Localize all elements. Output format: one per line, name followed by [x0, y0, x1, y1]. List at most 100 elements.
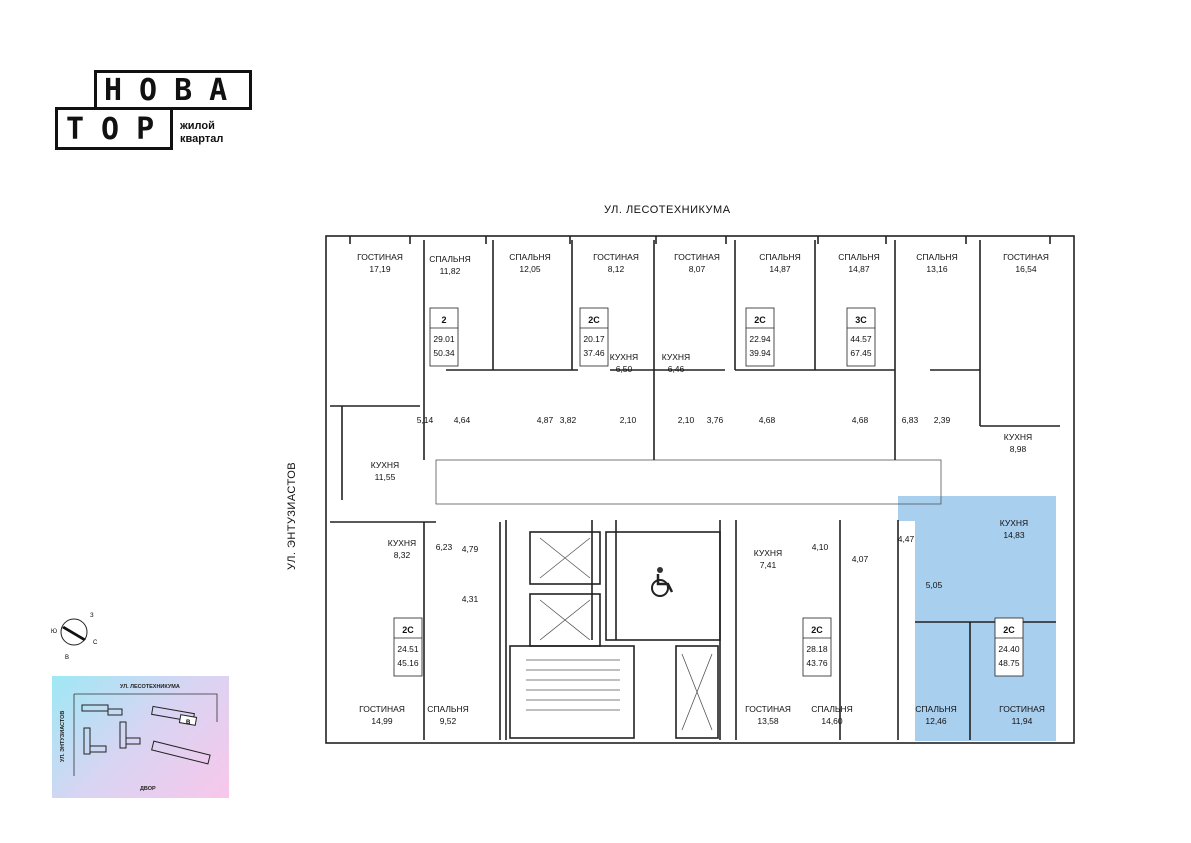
room-name-r5: ГОСТИНАЯ [674, 252, 720, 262]
apartment-type-a6: 2С [811, 625, 823, 635]
logo-subtitle-1: жилой [180, 120, 215, 132]
room-labels: ГОСТИНАЯ17,19СПАЛЬНЯ11,82СПАЛЬНЯ12,05ГОС… [357, 252, 1049, 726]
minimap-buildings: В [73, 693, 218, 776]
room-name-r22: ГОСТИНАЯ [999, 704, 1045, 714]
lift-hall [605, 531, 721, 641]
room-area-r6: 14,87 [769, 264, 791, 274]
room-name-r8: СПАЛЬНЯ [916, 252, 958, 262]
site-minimap: УЛ. ЛЕСОТЕХНИКУМА УЛ. ЭНТУЗИАСТОВ ДВОР В [52, 676, 229, 798]
small-area-9: 6,83 [902, 415, 919, 425]
room-area-r8: 13,16 [926, 264, 948, 274]
logo-line2: ТОР [66, 112, 172, 147]
small-area-15: 4,07 [852, 554, 869, 564]
room-name-r11: КУХНЯ [662, 352, 690, 362]
room-area-r7: 14,87 [848, 264, 870, 274]
room-name-r4: ГОСТИНАЯ [593, 252, 639, 262]
apartment-living-a6: 28.18 [806, 644, 828, 654]
hl-main [915, 518, 1056, 741]
room-name-r19: ГОСТИНАЯ [745, 704, 791, 714]
room-name-r21: СПАЛЬНЯ [915, 704, 957, 714]
minimap-building-mark: В [186, 720, 191, 726]
small-area-8: 4,68 [852, 415, 869, 425]
room-area-r3: 12,05 [519, 264, 541, 274]
room-name-r20: СПАЛЬНЯ [811, 704, 853, 714]
room-area-r2: 11,82 [440, 266, 461, 276]
small-area-2: 4,87 [537, 415, 554, 425]
room-name-r14: КУХНЯ [388, 538, 416, 548]
small-area-17: 5,05 [926, 580, 943, 590]
logo-top-box [94, 70, 252, 110]
hl-kitchen-top [898, 496, 1056, 521]
room-area-r10: 6,50 [616, 364, 633, 374]
room-area-r5: 8,07 [689, 264, 706, 274]
logo-subtitle-2: квартал [180, 133, 224, 145]
room-area-r12: 11,55 [375, 472, 396, 482]
small-area-7: 4,68 [759, 415, 776, 425]
apartment-total-a4: 67.45 [850, 348, 872, 358]
room-area-r22: 11,94 [1012, 716, 1033, 726]
compass-w: Ю [51, 629, 57, 635]
apartment-total-a7: 48.75 [998, 658, 1020, 668]
minimap-top-street: УЛ. ЛЕСОТЕХНИКУМА [120, 684, 180, 690]
apartment-type-a7: 2С [1003, 625, 1015, 635]
room-name-r13: КУХНЯ [1004, 432, 1032, 442]
room-name-r6: СПАЛЬНЯ [759, 252, 801, 262]
apartment-type-a1: 2 [441, 315, 446, 325]
room-name-r16: КУХНЯ [1000, 518, 1028, 528]
apartment-badges: 229.0150.342С20.1737.462С22.9439.943С44.… [393, 307, 1024, 677]
room-name-r15: КУХНЯ [754, 548, 782, 558]
apartment-badge-a3 [745, 307, 775, 367]
room-area-r11: 6,46 [668, 364, 685, 374]
room-area-r4: 8,12 [608, 264, 625, 274]
room-area-r1: 17,19 [369, 264, 391, 274]
apartment-type-a5: 2С [402, 625, 414, 635]
room-name-r7: СПАЛЬНЯ [838, 252, 880, 262]
apartment-total-a2: 37.46 [583, 348, 605, 358]
outer-wall [325, 235, 1075, 744]
small-area-0: 5,14 [417, 415, 434, 425]
apartment-type-a2: 2С [588, 315, 600, 325]
apartment-living-a2: 20.17 [583, 334, 605, 344]
room-name-r1: ГОСТИНАЯ [357, 252, 403, 262]
apartment-type-a4: 3С [855, 315, 867, 325]
room-area-r9: 16,54 [1015, 264, 1037, 274]
room-area-r21: 12,46 [925, 716, 947, 726]
room-name-r17: ГОСТИНАЯ [359, 704, 405, 714]
small-area-3: 3,82 [560, 415, 577, 425]
apartment-total-a5: 45.16 [397, 658, 419, 668]
small-area-6: 3,76 [707, 415, 724, 425]
apartment-living-a7: 24.40 [998, 644, 1020, 654]
small-area-4: 2,10 [620, 415, 637, 425]
apartment-total-a3: 39.94 [749, 348, 771, 358]
highlighted-apartment[interactable] [898, 496, 1056, 741]
apartment-total-a6: 43.76 [806, 658, 828, 668]
floor-plan: ГОСТИНАЯ17,19СПАЛЬНЯ11,82СПАЛЬНЯ12,05ГОС… [325, 235, 1075, 744]
logo-line1: НОВА [104, 73, 245, 108]
small-area-10: 2,39 [934, 415, 951, 425]
small-area-5: 2,10 [678, 415, 695, 425]
room-name-r12: КУХНЯ [371, 460, 399, 470]
apartment-badge-a5 [393, 617, 423, 677]
small-area-11: 6,23 [436, 542, 453, 552]
stairwell [509, 645, 635, 739]
apartment-living-a5: 24.51 [397, 644, 419, 654]
minimap-bottom: ДВОР [140, 786, 156, 792]
compass-s: В [65, 655, 69, 660]
street-top: УЛ. ЛЕСОТЕХНИКУМА [604, 204, 731, 216]
room-name-r2: СПАЛЬНЯ [429, 254, 471, 264]
room-area-r17: 14,99 [371, 716, 393, 726]
small-area-13: 4,31 [462, 594, 479, 604]
apartment-badge-a1 [429, 307, 459, 367]
compass: З Ю С В [51, 613, 98, 660]
compass-n: З [90, 613, 94, 619]
street-left: УЛ. ЭНТУЗИАСТОВ [286, 461, 298, 570]
compass-e: С [93, 640, 98, 646]
room-name-r18: СПАЛЬНЯ [427, 704, 469, 714]
room-area-r15: 7,41 [760, 560, 777, 570]
room-area-r19: 13,58 [757, 716, 779, 726]
room-area-r16: 14,83 [1003, 530, 1025, 540]
room-name-r9: ГОСТИНАЯ [1003, 252, 1049, 262]
apartment-type-a3: 2С [754, 315, 766, 325]
apartment-living-a3: 22.94 [749, 334, 771, 344]
